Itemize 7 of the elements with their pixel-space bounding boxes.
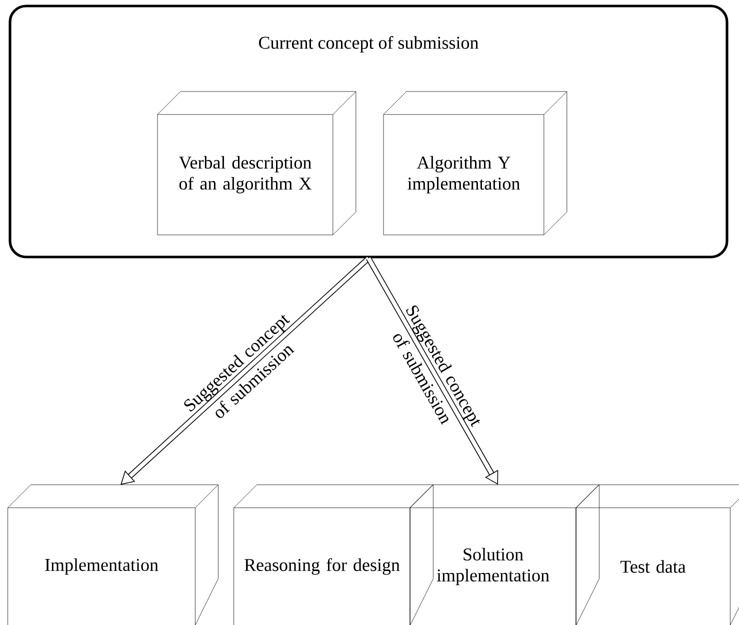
box-3d: Test data <box>576 484 739 625</box>
box-3d: Algorithm Y implementation <box>383 91 568 236</box>
box-3d: Implementation <box>8 484 218 625</box>
hollow-arrow <box>120 256 370 485</box>
box-3d: Reasoning for design <box>234 484 434 625</box>
box-3d: Solution implementation <box>410 484 600 625</box>
box-3d: Verbal description of an algorithm X <box>157 91 356 236</box>
